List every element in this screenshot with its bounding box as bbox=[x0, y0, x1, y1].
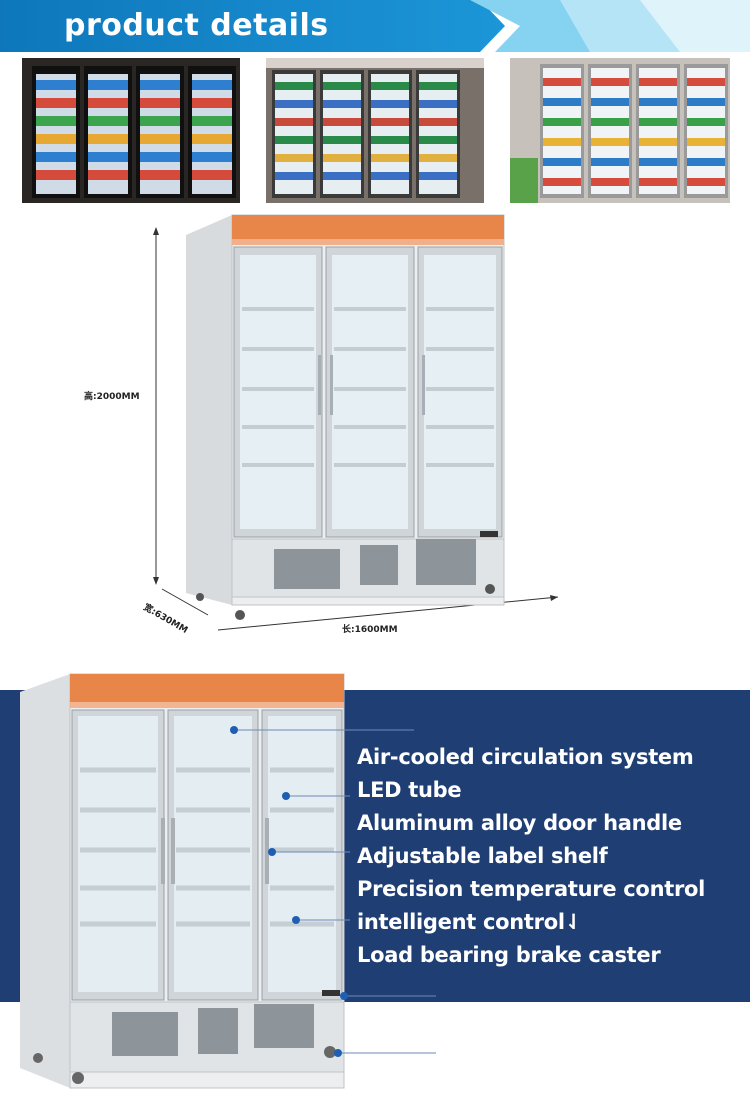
feature-item-label-shelf: Adjustable label shelf bbox=[357, 844, 608, 868]
length-dimension-label: 长:1600MM bbox=[342, 625, 398, 635]
panel-marker-icon bbox=[340, 992, 348, 1000]
feature-item-door-handle: Aluminum alloy door handle bbox=[357, 811, 682, 835]
feature-item-brake-caster: Load bearing brake caster bbox=[357, 943, 661, 967]
store-photo-1 bbox=[22, 58, 240, 203]
led-marker-icon bbox=[230, 726, 238, 734]
banner-background bbox=[0, 0, 750, 52]
store-photo-3 bbox=[510, 58, 730, 203]
fridge-dimension-diagram bbox=[153, 214, 559, 631]
shelf-marker-icon bbox=[268, 848, 276, 856]
control-marker-icon bbox=[292, 916, 300, 924]
caster-marker-icon bbox=[334, 1049, 342, 1057]
header-banner: product details bbox=[0, 0, 750, 52]
feature-item-led-tube: LED tube bbox=[357, 778, 462, 802]
feature-item-air-cooled: Air-cooled circulation system bbox=[357, 745, 694, 769]
height-dimension-label: 高:2000MM bbox=[84, 392, 140, 402]
fridge-feature-diagram bbox=[20, 673, 436, 1089]
feature-list: Air-cooled circulation system LED tube A… bbox=[357, 741, 705, 972]
store-photo-2 bbox=[266, 58, 484, 203]
handle-marker-icon bbox=[282, 792, 290, 800]
feature-item-temperature-control: Precision temperature control bbox=[357, 877, 706, 901]
feature-item-intelligent-control: intelligent control⇃ bbox=[357, 910, 583, 934]
banner-title: product details bbox=[64, 8, 329, 43]
